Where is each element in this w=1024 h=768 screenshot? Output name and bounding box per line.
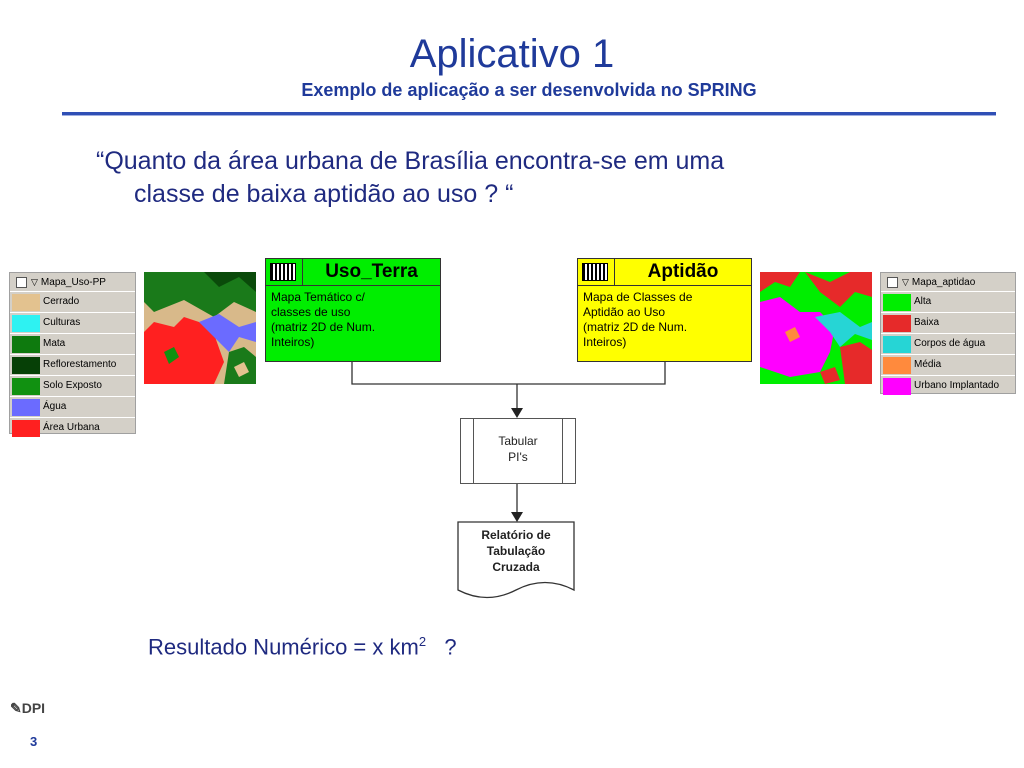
slide-subtitle: Exemplo de aplicação a ser desenvolvida … (301, 80, 757, 100)
aptitude-map-image (760, 272, 872, 384)
legend-aptidao: ▽Mapa_aptidao Alta Baixa Corpos de água … (880, 272, 1016, 396)
aptidao-box: Aptidão Mapa de Classes de Aptidão ao Us… (577, 258, 752, 362)
report-line: Cruzada (492, 560, 540, 574)
question-line-2: classe de baixa aptidão ao uso ? “ (134, 180, 514, 208)
aptidao-title: Aptidão (647, 261, 719, 282)
tabular-process: Tabular PI's (460, 418, 576, 484)
legend-item: Média (881, 354, 1015, 375)
legend-swatch (12, 335, 40, 353)
legend-swatch (883, 314, 911, 332)
legend-aptidao-title: Mapa_aptidao (911, 277, 976, 288)
legend-label: Água (43, 401, 67, 412)
numeric-result: Resultado Numérico = x km2 ? (148, 634, 457, 660)
legend-swatch (12, 377, 40, 395)
filter-icon: ▽ (902, 277, 909, 287)
land-use-map-image (144, 272, 256, 384)
checkbox-icon[interactable] (887, 276, 898, 288)
description-line: (matriz 2D de Num. (583, 320, 688, 334)
legend-item: Alta (881, 291, 1015, 312)
report-line: Relatório de (481, 528, 551, 542)
legend-label: Cerrado (43, 296, 80, 307)
aptidao-description: Mapa de Classes de Aptidão ao Uso (matri… (578, 286, 751, 354)
legend-swatch (883, 356, 911, 374)
legend-item: Solo Exposto (10, 375, 135, 396)
page-number: 3 (30, 734, 38, 749)
description-line: (matriz 2D de Num. (271, 320, 376, 334)
legend-item: Corpos de água (881, 333, 1015, 354)
uso-terra-title: Uso_Terra (325, 261, 418, 282)
header-separator (302, 259, 303, 285)
description-line: Aptidão ao Uso (583, 305, 666, 319)
legend-swatch (883, 377, 911, 395)
legend-swatch (12, 314, 40, 332)
legend-swatch (12, 398, 40, 416)
legend-item: Urbano Implantado (881, 375, 1015, 396)
process-inner-lines (473, 419, 563, 483)
description-line: Inteiros) (271, 335, 315, 349)
report-line: Tabulação (486, 544, 546, 558)
legend-uso-header: ▽Mapa_Uso-PP (10, 273, 135, 291)
description-line: Inteiros) (583, 335, 627, 349)
result-text: Resultado Numérico = x km (148, 634, 419, 660)
question-line-1: “Quanto da área urbana de Brasília encon… (96, 147, 725, 175)
legend-label: Corpos de água (914, 338, 986, 349)
legend-item: Culturas (10, 312, 135, 333)
uso-terra-header: Uso_Terra (266, 259, 440, 286)
title-divider (62, 112, 996, 116)
legend-item: Baixa (881, 312, 1015, 333)
arrowhead-icon (511, 408, 523, 418)
tabular-line: Tabular (498, 434, 538, 448)
header-separator (614, 259, 615, 285)
legend-item: Área Urbana (10, 417, 135, 438)
description-line: Mapa Temático c/ (271, 290, 365, 304)
legend-swatch (883, 335, 911, 353)
legend-swatch (12, 356, 40, 374)
report-label: Relatório de Tabulação Cruzada (462, 527, 570, 575)
slide-title: Aplicativo 1 (409, 32, 615, 76)
dpi-logo: ✎DPI (10, 700, 45, 717)
tabular-label: Tabular PI's (461, 433, 575, 465)
logo-mark-icon: ✎ (10, 700, 22, 716)
tabular-line: PI's (508, 450, 528, 464)
legend-item: Mata (10, 333, 135, 354)
report-document-shape (457, 521, 575, 599)
legend-label: Solo Exposto (43, 380, 102, 391)
legend-swatch (883, 293, 911, 311)
legend-label: Área Urbana (43, 422, 100, 433)
legend-uso: ▽Mapa_Uso-PP Cerrado Culturas Mata Reflo… (9, 272, 136, 437)
description-line: Mapa de Classes de (583, 290, 693, 304)
legend-label: Mata (43, 338, 66, 349)
legend-aptidao-header: ▽Mapa_aptidao (881, 273, 1015, 291)
arrowhead-icon (511, 512, 523, 522)
grid-icon (582, 263, 608, 281)
legend-label: Urbano Implantado (914, 380, 1000, 391)
grid-icon (270, 263, 296, 281)
description-line: classes de uso (271, 305, 351, 319)
legend-label: Média (914, 359, 942, 370)
result-tail: ? (426, 634, 457, 660)
uso-terra-box: Uso_Terra Mapa Temático c/ classes de us… (265, 258, 441, 362)
uso-terra-description: Mapa Temático c/ classes de uso (matriz … (266, 286, 440, 354)
legend-item: Reflorestamento (10, 354, 135, 375)
legend-swatch (12, 419, 40, 437)
aptidao-header: Aptidão (578, 259, 751, 286)
legend-label: Alta (914, 296, 932, 307)
legend-item: Cerrado (10, 291, 135, 312)
question-text: “Quanto da área urbana de Brasília encon… (96, 145, 886, 211)
result-superscript: 2 (418, 634, 427, 649)
filter-icon: ▽ (31, 277, 38, 287)
legend-swatch (12, 293, 40, 311)
checkbox-icon[interactable] (16, 276, 27, 288)
legend-label: Baixa (914, 317, 940, 328)
legend-item: Água (10, 396, 135, 417)
legend-uso-title: Mapa_Uso-PP (40, 277, 106, 288)
logo-text: DPI (21, 700, 46, 716)
legend-label: Reflorestamento (43, 359, 117, 370)
legend-label: Culturas (43, 317, 81, 328)
merge-connector (351, 361, 666, 385)
